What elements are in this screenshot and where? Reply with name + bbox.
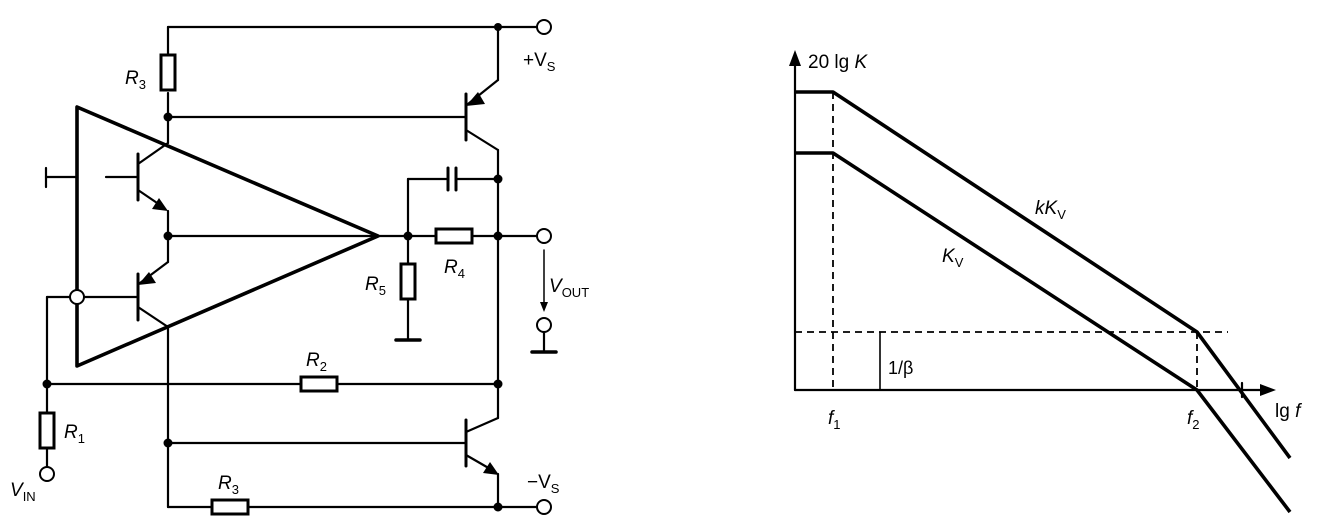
input-transistor-lower xyxy=(82,260,170,329)
resistor-r3-bottom xyxy=(210,498,250,516)
label-r3-top: R3 xyxy=(125,68,146,92)
label-vin: VIN xyxy=(10,480,36,504)
label-r4: R4 xyxy=(444,257,465,281)
curve-kkv xyxy=(795,90,1292,460)
output-terminal xyxy=(536,228,552,244)
label-r1: R1 xyxy=(64,422,85,446)
opamp-triangle xyxy=(75,105,380,368)
resistor-r5 xyxy=(399,262,417,301)
label-supply-pos: +VS xyxy=(523,50,556,74)
y-axis-label: 20 lg K xyxy=(808,52,868,73)
label-r3-bottom: R3 xyxy=(218,473,239,497)
resistor-r3-top xyxy=(159,53,177,92)
curve-kv xyxy=(795,151,1292,514)
f2-label: f2 xyxy=(1187,408,1200,432)
resistor-r1 xyxy=(38,411,56,450)
amplifier-circuit: R3 +VS R5 R4 VOUT R2 R1 VIN −VS R3 xyxy=(10,19,589,516)
label-supply-neg: −VS xyxy=(527,472,560,496)
x-axis-label: lg f xyxy=(1275,401,1302,422)
resistor-r4 xyxy=(434,227,474,245)
curve-kkv-label: kKV xyxy=(1035,198,1066,222)
input-transistor-upper xyxy=(104,141,170,211)
ground-terminal xyxy=(536,317,552,333)
label-vout: VOUT xyxy=(549,276,589,300)
resistor-r2 xyxy=(299,375,339,393)
bode-plot: 20 lg K lg f 1/β kKV KV f1 f2 xyxy=(789,50,1302,514)
f1-label: f1 xyxy=(828,408,841,432)
curve-kv-label: KV xyxy=(942,246,964,270)
output-transistor-npn xyxy=(464,416,500,509)
vin-terminal xyxy=(39,466,55,482)
output-transistor-pnp xyxy=(464,25,500,152)
inverting-input-node xyxy=(69,289,85,305)
label-r2: R2 xyxy=(306,350,327,374)
label-r5: R5 xyxy=(365,274,386,298)
supply-pos-terminal xyxy=(536,19,552,35)
beta-label: 1/β xyxy=(888,358,913,378)
supply-neg-terminal xyxy=(536,499,552,515)
